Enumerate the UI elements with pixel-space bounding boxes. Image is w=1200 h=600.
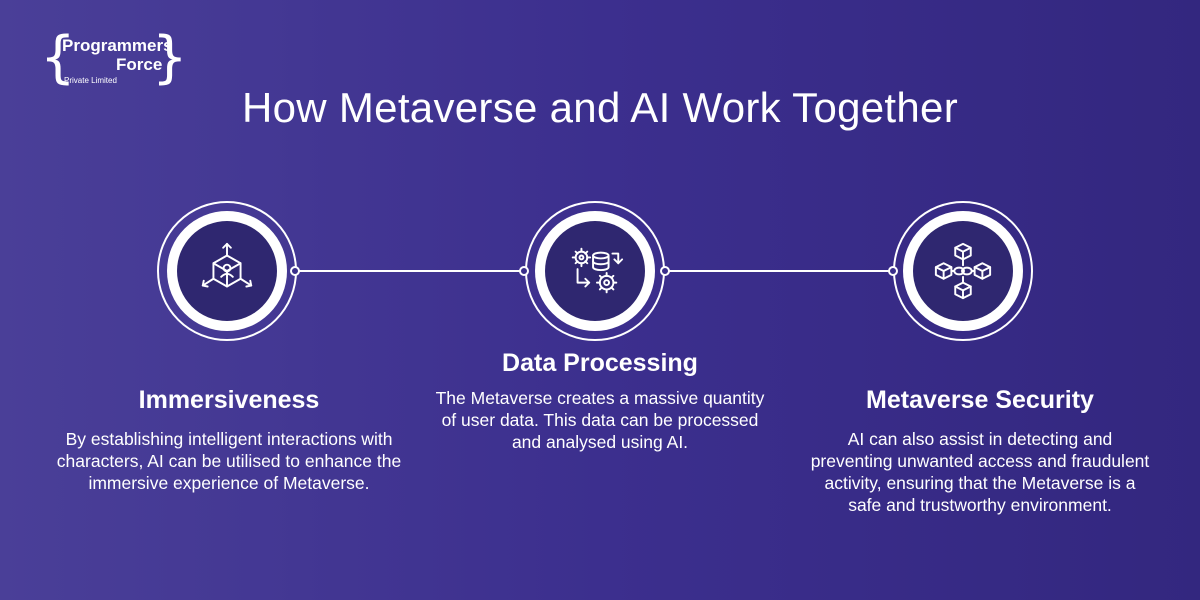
desc-data-processing: The Metaverse creates a massive quantity… — [435, 388, 765, 452]
metaverse-security-node — [893, 201, 1033, 341]
immersive-cube-icon — [201, 242, 253, 288]
page-title: How Metaverse and AI Work Together — [242, 84, 958, 131]
connector-dot-4 — [888, 266, 898, 276]
logo-line-1: Programmers — [62, 36, 173, 55]
connector-dot-1 — [290, 266, 300, 276]
desc-metaverse-security: AI can also assist in detecting and prev… — [810, 429, 1150, 515]
desc-immersiveness: By establishing intelligent interactions… — [56, 429, 402, 493]
blockchain-cubes-icon — [934, 242, 992, 300]
logo-line-3: Private Limited — [64, 76, 117, 85]
data-gears-icon — [571, 247, 624, 294]
heading-immersiveness: Immersiveness — [138, 386, 320, 414]
logo-line-2: Force — [116, 55, 163, 74]
connector-dot-3 — [660, 266, 670, 276]
immersiveness-node — [157, 201, 297, 341]
company-logo: { } Programmers Force Private Limited — [40, 25, 188, 90]
connector-line-1 — [296, 270, 524, 272]
connector-dot-2 — [519, 266, 529, 276]
data-processing-node — [525, 201, 665, 341]
heading-metaverse-security: Metaverse Security — [866, 386, 1094, 414]
heading-data-processing: Data Processing — [502, 349, 698, 377]
connector-line-2 — [664, 270, 892, 272]
